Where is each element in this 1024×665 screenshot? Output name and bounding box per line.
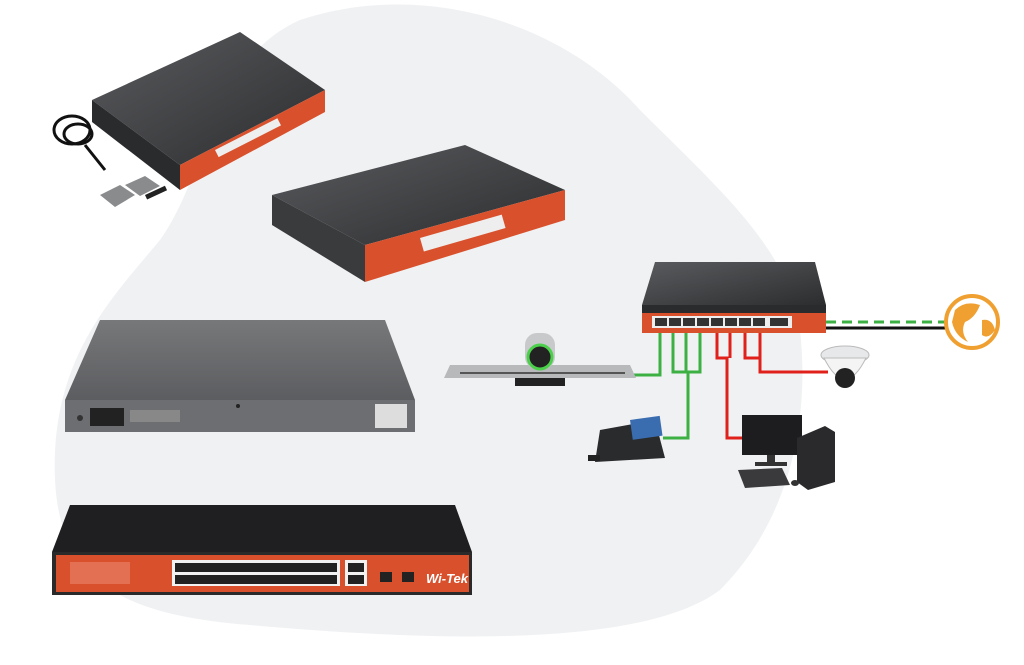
ip-phone-icon	[588, 415, 665, 462]
background-blob	[54, 4, 803, 637]
switch-icon	[642, 262, 826, 333]
desktop-pc-icon	[738, 415, 835, 490]
poe-links	[632, 320, 945, 440]
data-links	[715, 330, 828, 440]
switch-front: Wi-Tek	[52, 505, 472, 595]
switch-angled-1	[92, 32, 325, 190]
mount-bracket-icon	[100, 176, 168, 207]
brand-logo: Wi-Tek	[426, 571, 469, 586]
switch-back-panel	[65, 320, 415, 432]
power-cable-icon	[52, 114, 107, 171]
switch-angled-2	[272, 145, 565, 282]
globe-icon	[944, 294, 1000, 350]
dome-camera-icon	[820, 345, 870, 388]
video-conference-camera-icon	[444, 333, 636, 386]
